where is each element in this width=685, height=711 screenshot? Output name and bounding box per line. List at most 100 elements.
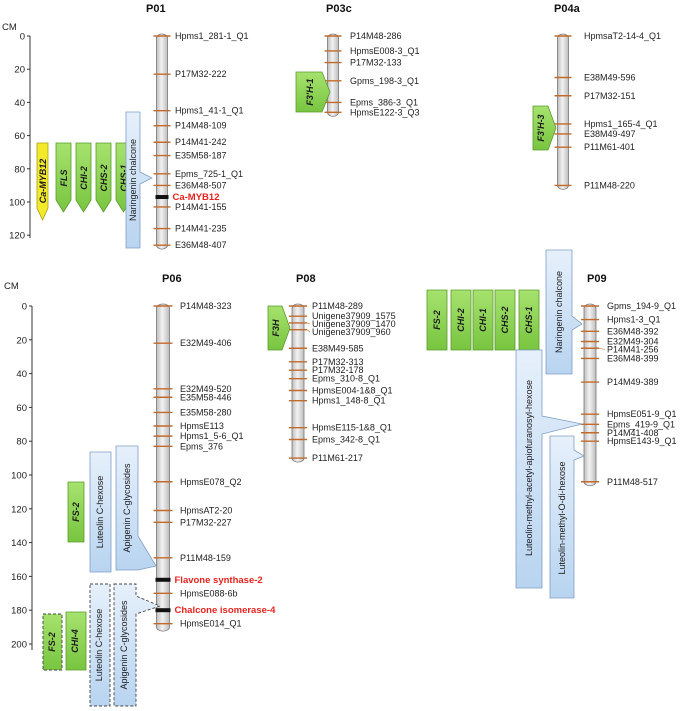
marker-leader <box>306 329 311 333</box>
marker-label: Hpms1_165-4_Q1 <box>584 119 658 129</box>
marker-label: Gpms_198-3_Q1 <box>350 76 419 86</box>
gene-label-f3h: F3H <box>271 319 281 337</box>
marker-label: E35M58-187 <box>175 151 227 161</box>
marker-label: Unigene37909_960 <box>312 327 391 337</box>
marker-label: P17M32-313 <box>312 357 364 367</box>
axis-tick-label: 40 <box>16 369 27 380</box>
gene-label-chi-4: CHI-4 <box>70 629 80 653</box>
gene-arrow-chs-2: CHS-2 <box>95 142 112 213</box>
gene-box-p09-chs-1: CHS-1 <box>518 289 540 351</box>
marker-label: HpmsE113 <box>180 421 224 431</box>
marker-label: Hpms1_148-8_Q1 <box>312 396 386 406</box>
chromosome-p08: P11M48-289Unigene37909_1575Unigene37909_… <box>289 301 396 463</box>
axis-tick-label: 0 <box>22 302 27 313</box>
gene-box-p09-chi-2: CHI-2 <box>450 289 472 351</box>
gene-label: CHI-2 <box>456 308 466 332</box>
metabolite-apigenin-c-glycosides-upper: Apigenin C-glycosides <box>122 463 132 553</box>
gene-label: CHI-2 <box>79 166 89 190</box>
marker-label: P14M49-389 <box>607 377 659 387</box>
metabolite-box-naringenin-chalcone-p01: Naringenin chalcone <box>125 111 153 249</box>
gene-label-fs-2-lower: FS-2 <box>47 632 57 652</box>
gene-label: CHS-1 <box>524 306 534 333</box>
marker-label: P17M32-151 <box>584 91 636 101</box>
marker-label: Ca-MYB12 <box>173 192 220 203</box>
chromosome-p09: Gpms_194-9_Q1Hpms1-3_Q1E36M48-392E32M49-… <box>581 301 677 487</box>
p06-upper-annotations: FS-2 Luteolin C-hexose Apigenin C-glycos… <box>67 445 157 573</box>
axis-tick-label: 40 <box>14 98 25 109</box>
marker-label: P14M41-155 <box>175 202 227 212</box>
chromosome-bar <box>583 303 597 487</box>
chromosome-title-p01: P01 <box>146 3 166 15</box>
marker-label: E35M58-446 <box>180 392 232 402</box>
metabolite-apigenin-c-glycosides-lower: Apigenin C-glycosides <box>119 600 129 690</box>
axis-tick-label: 60 <box>14 131 25 142</box>
marker-label: Epms_376 <box>180 441 223 451</box>
marker-label: P17M32-178 <box>312 365 364 375</box>
marker-highlight-band <box>155 608 171 613</box>
marker-highlight-band <box>155 577 171 582</box>
marker-label: E36M48-507 <box>175 180 227 190</box>
axis-tick-label: 20 <box>16 335 27 346</box>
marker-label: Hpms1_281-1_Q1 <box>175 31 249 41</box>
chromosome-title-p08: P08 <box>296 273 316 285</box>
marker-label: E36M48-399 <box>607 353 659 363</box>
marker-label: HpmsE008-3_Q1 <box>350 46 420 56</box>
gene-arrow-ca-myb12 <box>36 142 49 221</box>
marker-label: P11M61-217 <box>312 453 363 463</box>
metabolite-luteolin-methyl-acetyl-apiofuranosyl-hexose: Luteolin-methyl-acetyl-apiofuranosyl-hex… <box>524 380 534 556</box>
marker-label: Hpms1_41-1_Q1 <box>175 106 244 116</box>
marker-label: Epms_419-9_Q1 <box>607 419 675 429</box>
marker-label: E38M49-596 <box>584 73 636 83</box>
axis-tick-label: 60 <box>16 403 27 414</box>
gene-label: CHI-1 <box>478 308 488 332</box>
marker-label: E38M49-497 <box>584 129 636 139</box>
gene-label: CHS-2 <box>500 306 510 333</box>
p04a-annotations: F3'H-3 <box>532 105 557 151</box>
marker-label: P14M41-256 <box>607 344 659 354</box>
marker-leader <box>598 347 606 350</box>
marker-label: Gpms_194-9_Q1 <box>607 301 676 311</box>
marker-label: P11M48-289 <box>312 301 363 311</box>
marker-label: HpmsE051-9_Q1 <box>607 409 677 419</box>
chromosome-title-p06: P06 <box>162 273 182 285</box>
marker-leader <box>306 322 311 325</box>
axis-tick-label: 120 <box>11 504 27 515</box>
marker-highlight-band <box>155 195 169 200</box>
gene-label: CHS-2 <box>99 164 109 191</box>
marker-label: Unigene37909_1575 <box>312 311 396 321</box>
axis-tick-label: 140 <box>11 538 27 549</box>
marker-label: Chalcone isomerase-4 <box>175 605 277 616</box>
marker-label: Hpms1-3_Q1 <box>607 315 661 325</box>
chromosome-title-p09: P09 <box>587 273 607 285</box>
marker-label: E32M49-304 <box>607 336 659 346</box>
marker-label: Epms_725-1_Q1 <box>175 169 243 179</box>
marker-label: P14M41-408 <box>607 428 659 438</box>
marker-label: E38M49-585 <box>312 343 364 353</box>
axis-tick-label: 80 <box>14 164 25 175</box>
marker-label: Epms_342-8_Q1 <box>312 435 380 445</box>
axis-tick-label: 180 <box>11 606 27 617</box>
chromosome-p04a: HpmsaT2-14-4_Q1E38M49-596P17M32-151Hpms1… <box>554 31 661 190</box>
axis-tick-label: 80 <box>16 437 27 448</box>
gene-box-p09-chs-2: CHS-2 <box>494 289 516 351</box>
marker-label: P14M41-242 <box>175 137 227 147</box>
metabolite-luteolin-c-hexose-upper: Luteolin C-hexose <box>95 476 105 549</box>
gene-label-f3h-1: F3'H-1 <box>305 78 315 105</box>
marker-label: P11M48-220 <box>584 180 635 190</box>
metabolite-label: Naringenin chalcone <box>128 139 138 221</box>
gene-label: FLS <box>59 170 69 187</box>
axis-tick-label: 200 <box>11 640 27 651</box>
axis-unit-label-bottom: CM <box>4 281 19 292</box>
chromosome-title-p03c: P03c <box>326 3 352 15</box>
chromosome-p06: P14M48-323E32M49-406E32M49-520E35M58-446… <box>153 301 277 632</box>
axis-tick-label: 20 <box>14 65 25 76</box>
marker-label: E35M58-280 <box>180 407 232 417</box>
marker-label: E32M49-520 <box>180 384 232 394</box>
marker-label: E36M48-407 <box>175 240 227 250</box>
gene-label: FS-2 <box>432 310 442 330</box>
axis-unit-label: CM <box>2 22 17 33</box>
marker-label: P11M48-159 <box>180 553 231 563</box>
